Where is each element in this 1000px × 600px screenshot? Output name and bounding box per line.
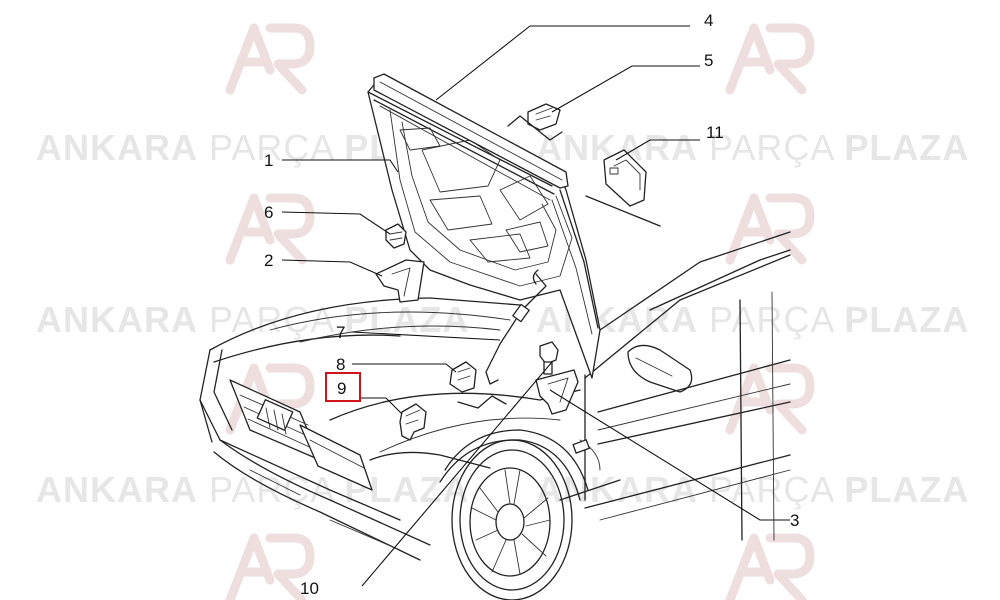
callout-2: 2 (264, 251, 273, 270)
leader-1 (282, 159, 399, 173)
part-7-prop-rod (485, 269, 547, 385)
part-10-bolt (539, 341, 559, 375)
watermark-logo (225, 533, 315, 600)
callout-4: 4 (704, 11, 713, 30)
leader-10 (361, 361, 553, 587)
watermark-logo (225, 193, 315, 265)
watermark-text: ANKARA PARÇA PLAZA (36, 469, 469, 510)
leader-6 (281, 211, 391, 235)
part-8-clip (449, 361, 507, 409)
hood-assembly (367, 73, 601, 379)
callout-9: 9 (337, 379, 346, 398)
part-11-bracket (585, 149, 661, 227)
leader-9 (360, 397, 403, 415)
leader-7 (351, 331, 501, 341)
watermark-text: ANKARA PARÇA PLAZA (36, 299, 469, 340)
leader-3 (549, 389, 790, 521)
watermark-logo (725, 533, 815, 600)
watermark-layer: ANKARA PARÇA PLAZA ANKARA PARÇA PLAZA AN… (36, 23, 969, 600)
front-wheel (439, 429, 589, 600)
part-3-hinge (535, 369, 579, 415)
callout-5: 5 (704, 51, 713, 70)
callout-8: 8 (336, 355, 345, 374)
watermark-logo (725, 23, 815, 95)
callout-6: 6 (264, 203, 273, 222)
leader-5 (551, 65, 700, 113)
callout-11: 11 (706, 123, 724, 142)
leader-11 (615, 139, 700, 161)
watermark-text: ANKARA PARÇA PLAZA (536, 469, 969, 510)
car-body (199, 231, 791, 600)
callout-10: 10 (300, 579, 319, 598)
part-5-clip (507, 103, 563, 141)
leader-lines (281, 25, 790, 587)
leader-2 (281, 259, 383, 277)
watermark-text: ANKARA PARÇA PLAZA (536, 299, 969, 340)
callout-7: 7 (336, 323, 345, 342)
part-2-hinge (375, 259, 425, 303)
leader-8 (352, 363, 457, 373)
watermark-logo (725, 193, 815, 265)
callout-3: 3 (790, 511, 799, 530)
part-6-screw (385, 223, 407, 249)
watermark-logo (225, 23, 315, 95)
callout-1: 1 (264, 151, 273, 170)
watermark-logo (725, 363, 815, 435)
part-9-clip (399, 403, 427, 441)
watermark-text: ANKARA PARÇA PLAZA (536, 127, 969, 168)
callout-9-highlight-box (325, 372, 361, 402)
callouts: 1 2 3 4 5 6 7 8 9 10 11 (264, 11, 799, 598)
leader-4 (435, 25, 690, 101)
